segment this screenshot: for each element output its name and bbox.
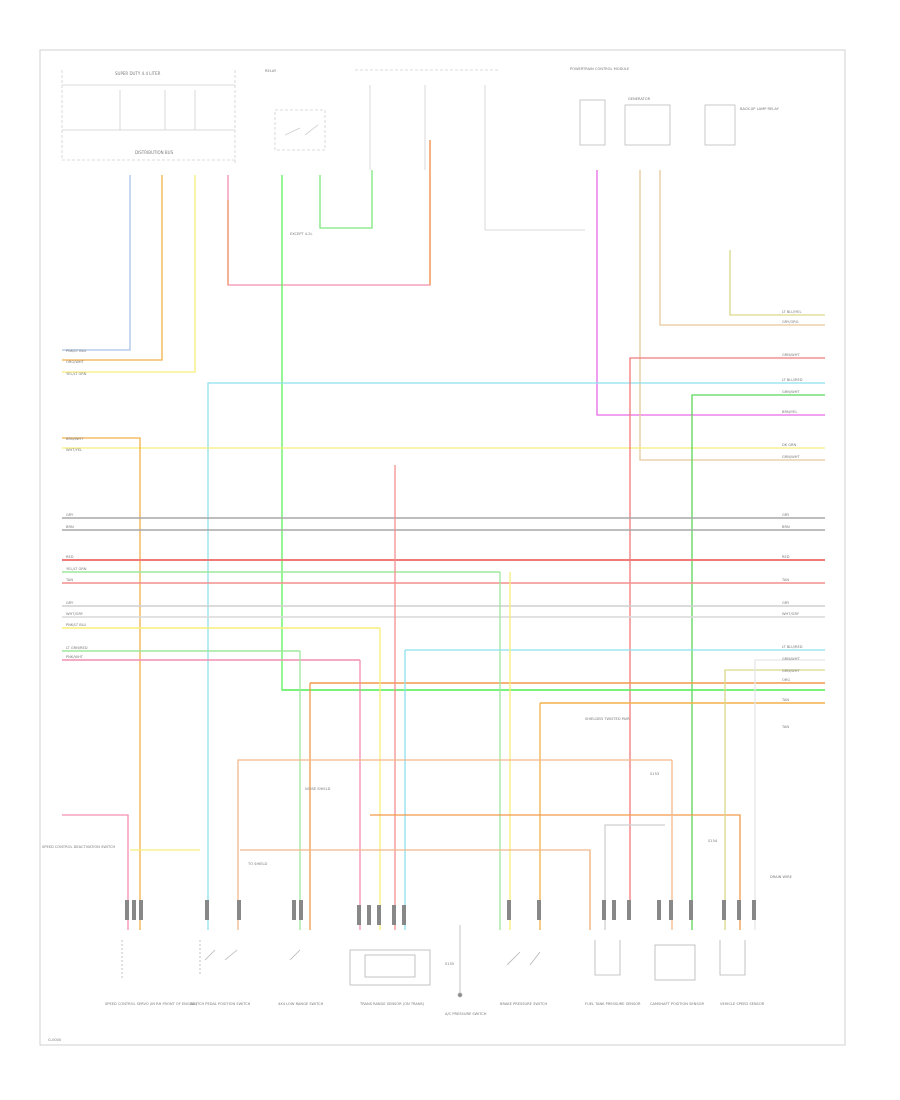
right-wire-label: ORG xyxy=(782,678,790,682)
left-wire-label: TAN xyxy=(65,578,73,582)
left-labels: PNK/LT BLU ORG/WHT YEL/LT GRN BRN/WHT WH… xyxy=(65,349,88,659)
horizontal-bus xyxy=(62,465,825,930)
right-wire-label: GRY/ORG xyxy=(782,320,799,324)
note-label: NOISE SHIELD xyxy=(305,787,331,791)
splice-label: S154 xyxy=(708,839,718,843)
junction-box xyxy=(61,70,236,165)
right-wire-label: TAN xyxy=(781,698,789,702)
component-label: FUEL TANK PRESSURE SENSOR xyxy=(585,1002,641,1006)
component-label: VEHICLE SPEED SENSOR xyxy=(720,1002,765,1006)
left-wire-label: GRY xyxy=(66,601,74,605)
right-wire-label: GRN/WHT xyxy=(782,390,800,394)
right-wire-label: BRN xyxy=(782,525,790,529)
left-wire-label: PNK/LT BLU xyxy=(66,623,87,627)
right-wire-label: GRN/WHT xyxy=(782,657,800,661)
note-label: EXCEPT 4.2L xyxy=(290,232,312,236)
component-label: TRANS RANGE SENSOR (ON TRANS) xyxy=(359,1002,425,1006)
right-wire-label: GRY xyxy=(782,601,790,605)
splice-label: S155 xyxy=(445,962,454,966)
right-wire-label: LT BLU/RED xyxy=(782,645,803,649)
module-a-label: POWERTRAIN CONTROL MODULE xyxy=(570,67,630,71)
bottom-labels: SPEED CONTROL SERVO (IN RH FRONT OF ENGI… xyxy=(105,1002,765,1016)
left-wire-label: LT GRN/RED xyxy=(66,646,88,650)
right-wire-label: LT BLU/YEL xyxy=(782,310,801,314)
left-wire-label: GRY xyxy=(66,513,74,517)
right-wire-label: DK GRN xyxy=(782,443,797,447)
component-label: SPEED CONTROL SERVO (IN RH FRONT OF ENGI… xyxy=(105,1002,198,1006)
relay-block xyxy=(274,109,326,151)
right-wire-label: GRN/WHT xyxy=(782,669,800,673)
left-wire-label: ORG/WHT xyxy=(66,360,85,364)
wire-paths xyxy=(62,140,825,930)
right-wire-label: GRY xyxy=(782,513,790,517)
speed-control-label: SPEED CONTROL DEACTIVATION SWITCH xyxy=(42,845,115,849)
left-wire-label: WHT/GRY xyxy=(66,612,84,616)
left-wire-label: PNK/LT BLU xyxy=(66,349,87,353)
right-wire-label: GRN/WHT xyxy=(782,455,800,459)
corner-code: G-0000 xyxy=(48,1038,62,1042)
note-label: TO SHIELD xyxy=(247,862,267,866)
right-wire-label: BRN/YEL xyxy=(782,410,797,414)
module-c-label: GENERATOR xyxy=(628,97,651,101)
right-wire-label: WHT/GRY xyxy=(782,612,800,616)
left-wire-label: YEL/LT GRN xyxy=(66,567,87,571)
component-label: 4X4 LOW RANGE SWITCH xyxy=(278,1002,324,1006)
fuse-columns xyxy=(355,69,585,231)
junction-box-label: SUPER DUTY 4.4 LITER xyxy=(115,71,161,76)
right-wire-label: RED xyxy=(782,555,790,559)
left-wire-label: PNK/WHT xyxy=(66,655,84,659)
diagram-frame xyxy=(39,49,846,1046)
connector-row xyxy=(125,900,756,925)
left-wire-label: RED xyxy=(66,555,74,559)
lower-wires xyxy=(62,659,825,930)
module-boxes xyxy=(579,99,736,146)
right-wire-label: GRN/WHT xyxy=(782,353,800,357)
right-wire-label: TAN xyxy=(781,578,789,582)
component-label: A/C PRESSURE SWITCH xyxy=(445,1012,487,1016)
component-label: CLUTCH PEDAL POSITION SWITCH xyxy=(190,1002,251,1006)
distribution-label: DISTRIBUTION BUS xyxy=(135,150,174,155)
note-label: DRAIN WIRE xyxy=(770,875,793,879)
splice-label: S153 xyxy=(650,772,659,776)
left-wire-label: WHT/YEL xyxy=(66,448,82,452)
component-label: BRAKE PRESSURE SWITCH xyxy=(500,1002,547,1006)
left-wire-label: YEL/LT GRN xyxy=(66,372,87,376)
component-symbols xyxy=(121,925,746,998)
right-wire-label: LT BLU/RED xyxy=(782,378,803,382)
relay-label: RELAY xyxy=(265,69,277,73)
right-wire-label: TAN xyxy=(781,725,789,729)
component-label: CAMSHAFT POSITION SENSOR xyxy=(650,1002,704,1006)
left-wire-label: BRN/WHT xyxy=(66,437,84,441)
module-d-label: BACK-UP LAMP RELAY xyxy=(740,107,780,111)
left-wire-label: BRN xyxy=(66,525,74,529)
right-labels: LT BLU/YEL GRY/ORG GRN/WHT LT BLU/RED GR… xyxy=(781,310,803,729)
note-label: SHIELDED TWISTED PAIR xyxy=(585,717,630,721)
